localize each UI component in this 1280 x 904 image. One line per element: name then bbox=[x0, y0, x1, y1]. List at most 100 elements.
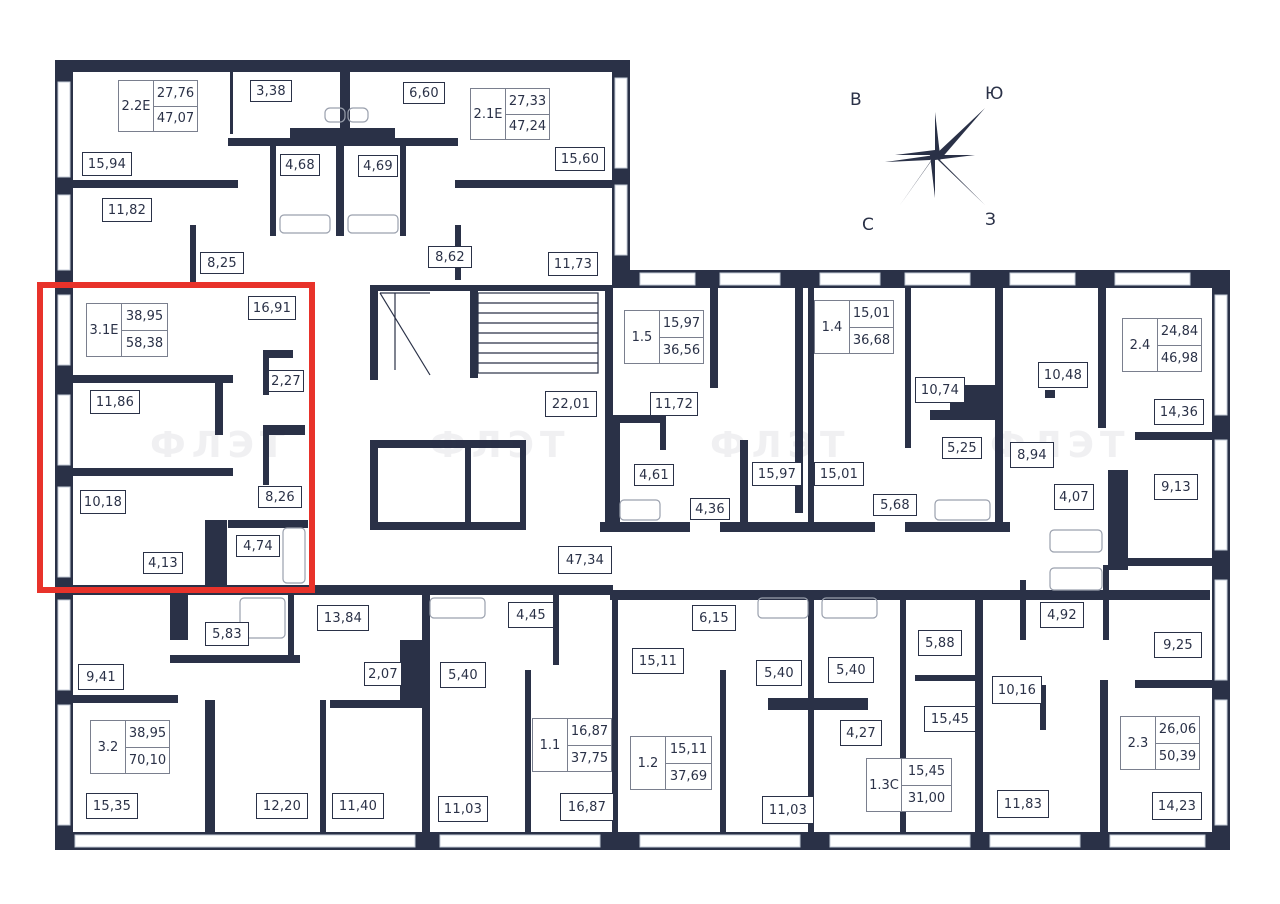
room-area-label: 4,74 bbox=[236, 535, 280, 557]
total-area: 36,56 bbox=[662, 342, 701, 358]
room-area-label: 8,26 bbox=[258, 486, 302, 508]
apartment-code: 1.2 bbox=[631, 737, 666, 789]
living-area: 15,11 bbox=[666, 737, 711, 764]
apartment-info: 2.4 24,84 46,98 bbox=[1122, 318, 1202, 372]
room-area-label: 8,62 bbox=[428, 246, 472, 268]
apartment-code: 3.1Е bbox=[87, 304, 122, 356]
apartment-code: 1.3С bbox=[867, 759, 902, 811]
living-area: 16,87 bbox=[568, 719, 611, 746]
room-area-label: 4,45 bbox=[508, 602, 554, 628]
living-area: 27,33 bbox=[506, 89, 549, 115]
room-area-label: 9,41 bbox=[78, 664, 124, 690]
room-area-label: 10,48 bbox=[1038, 362, 1088, 388]
room-area-label: 5,83 bbox=[205, 622, 249, 646]
apartment-code: 3.2 bbox=[91, 721, 126, 773]
room-area-label: 11,73 bbox=[548, 252, 598, 276]
room-area-label: 5,88 bbox=[918, 630, 962, 656]
living-area: 15,97 bbox=[660, 311, 703, 338]
total-area: 70,10 bbox=[128, 752, 167, 768]
compass-west: З bbox=[985, 210, 996, 230]
room-area-label: 4,92 bbox=[1040, 602, 1084, 628]
room-area-label: 5,68 bbox=[873, 494, 917, 516]
room-area-label: 15,94 bbox=[82, 152, 132, 176]
room-area-label: 11,72 bbox=[650, 392, 698, 416]
room-area-label: 12,20 bbox=[256, 793, 308, 819]
apartment-code: 2.1Е bbox=[471, 89, 506, 139]
compass-east: В bbox=[850, 90, 862, 110]
selected-apartment-frame bbox=[37, 282, 315, 593]
room-area-label: 6,60 bbox=[403, 82, 445, 104]
compass-rose bbox=[885, 108, 985, 205]
room-area-label: 6,15 bbox=[692, 605, 736, 631]
living-area: 27,76 bbox=[154, 81, 197, 107]
room-area-label: 4,68 bbox=[280, 154, 320, 176]
room-area-label: 11,03 bbox=[762, 796, 814, 824]
room-area-label: 10,16 bbox=[992, 676, 1042, 704]
room-area-label: 4,27 bbox=[840, 720, 882, 746]
apartment-code: 1.5 bbox=[625, 311, 660, 363]
total-area: 36,68 bbox=[852, 332, 891, 348]
room-area-label: 10,18 bbox=[80, 490, 126, 514]
apartment-info: 1.2 15,11 37,69 bbox=[630, 736, 712, 790]
room-area-label: 15,60 bbox=[555, 147, 605, 171]
watermark: ФЛЭТ bbox=[710, 425, 851, 466]
room-area-label: 14,23 bbox=[1152, 792, 1202, 820]
room-area-label: 5,40 bbox=[756, 660, 802, 686]
room-area-label: 4,69 bbox=[358, 155, 398, 177]
room-area-label: 9,25 bbox=[1154, 632, 1202, 658]
compass-south: Ю bbox=[985, 84, 1004, 104]
total-area: 46,98 bbox=[1160, 350, 1199, 366]
room-area-label: 16,87 bbox=[560, 793, 614, 821]
living-area: 38,95 bbox=[122, 304, 167, 331]
room-area-label: 15,35 bbox=[86, 793, 138, 819]
apartment-code: 2.4 bbox=[1123, 319, 1158, 371]
room-area-label: 11,83 bbox=[997, 790, 1049, 818]
room-area-label: 11,40 bbox=[332, 793, 384, 819]
apartment-info: 2.2Е 27,76 47,07 bbox=[118, 80, 198, 132]
room-area-label: 5,25 bbox=[942, 437, 982, 459]
room-area-label: 13,84 bbox=[317, 605, 369, 631]
room-area-label: 22,01 bbox=[545, 391, 597, 417]
apartment-code: 1.1 bbox=[533, 719, 568, 771]
room-area-label: 15,45 bbox=[924, 706, 976, 732]
apartment-info[interactable]: 3.1Е 38,95 58,38 bbox=[86, 303, 168, 357]
apartment-info: 1.5 15,97 36,56 bbox=[624, 310, 704, 364]
room-area-label: 5,40 bbox=[440, 662, 486, 688]
room-area-label: 15,01 bbox=[814, 462, 864, 486]
total-area: 58,38 bbox=[125, 335, 164, 351]
living-area: 24,84 bbox=[1158, 319, 1201, 346]
room-area-label: 10,74 bbox=[915, 377, 965, 403]
room-area-label: 8,25 bbox=[200, 252, 244, 274]
room-area-label: 16,91 bbox=[248, 296, 296, 320]
room-area-label: 4,13 bbox=[143, 552, 183, 574]
room-area-label: 4,36 bbox=[690, 498, 730, 520]
room-area-label: 2,27 bbox=[268, 370, 304, 392]
room-area-label: 11,82 bbox=[102, 198, 152, 222]
room-area-label: 15,97 bbox=[752, 462, 802, 486]
total-area: 47,07 bbox=[156, 111, 195, 127]
living-area: 26,06 bbox=[1156, 717, 1199, 744]
apartment-code: 2.3 bbox=[1121, 717, 1156, 769]
room-area-label: 5,40 bbox=[828, 657, 874, 683]
room-area-label: 9,13 bbox=[1154, 474, 1198, 500]
apartment-code: 2.2Е bbox=[119, 81, 154, 131]
total-area: 37,75 bbox=[570, 750, 609, 766]
room-area-label: 3,38 bbox=[250, 80, 292, 102]
watermark: ФЛЭТ bbox=[430, 425, 571, 466]
room-area-label: 8,94 bbox=[1010, 442, 1054, 468]
fixtures bbox=[239, 107, 1103, 639]
staircase bbox=[379, 292, 599, 376]
watermark: ФЛЭТ bbox=[150, 425, 291, 466]
room-area-label: 47,34 bbox=[558, 546, 612, 574]
apartment-info: 1.1 16,87 37,75 bbox=[532, 718, 612, 772]
windows bbox=[57, 77, 1228, 848]
room-area-label: 4,61 bbox=[634, 464, 674, 486]
total-area: 31,00 bbox=[907, 790, 946, 806]
total-area: 37,69 bbox=[669, 768, 708, 784]
